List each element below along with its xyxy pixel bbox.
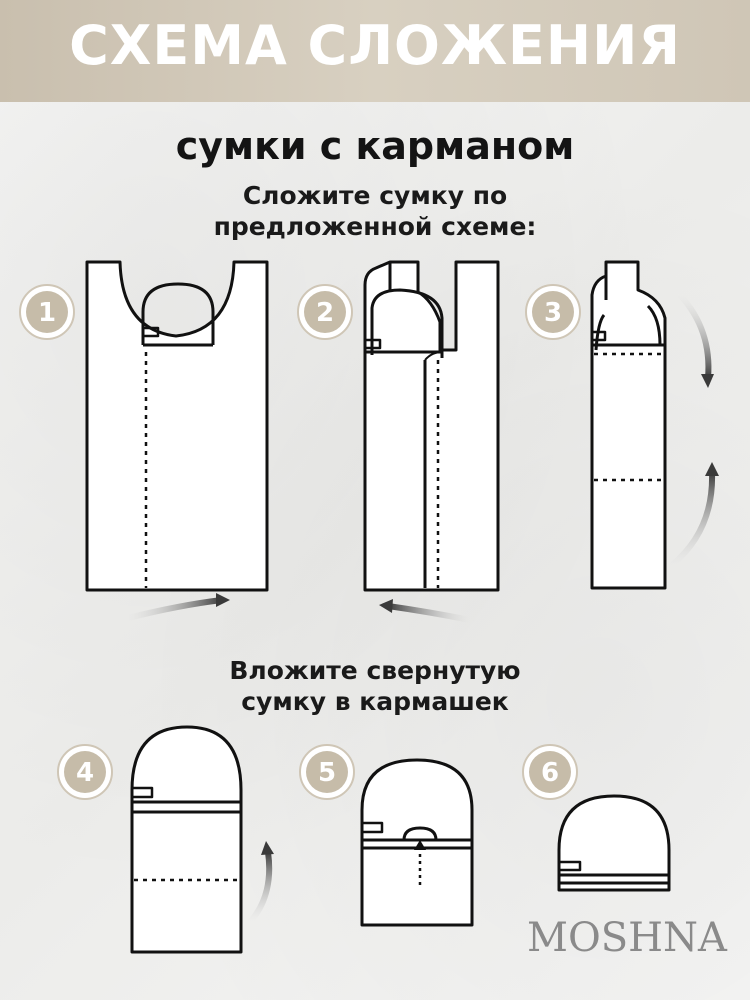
fold-arrow-2 bbox=[379, 599, 473, 623]
step-number-5: 5 bbox=[318, 758, 336, 788]
step5-bag bbox=[360, 758, 474, 927]
step6-bag bbox=[557, 794, 671, 892]
insert-instruction: Вложите свернутую сумку в кармашек bbox=[0, 655, 750, 717]
page-subtitle: сумки с карманом bbox=[175, 124, 575, 168]
step-number-4: 4 bbox=[76, 758, 94, 788]
page-title: СХЕМА СЛОЖЕНИЯ bbox=[69, 14, 681, 77]
step-number-2: 2 bbox=[316, 298, 334, 328]
step-badge-2: 2 bbox=[297, 284, 353, 340]
fold-arrow-3-down bbox=[677, 292, 714, 388]
fold-instruction: Сложите сумку по предложенной схеме: bbox=[0, 180, 750, 242]
step3-bag bbox=[590, 260, 667, 590]
fold-arrow-3-up bbox=[669, 462, 719, 568]
fold-instruction-line2: предложенной схеме: bbox=[213, 212, 537, 241]
insert-instruction-line2: сумку в кармашек bbox=[241, 687, 509, 716]
step-number-6: 6 bbox=[541, 758, 559, 788]
step-badge-1: 1 bbox=[19, 284, 75, 340]
step1-bag bbox=[85, 260, 269, 592]
step-badge-5: 5 bbox=[299, 744, 355, 800]
header-banner: СХЕМА СЛОЖЕНИЯ bbox=[0, 0, 750, 102]
step-number-3: 3 bbox=[544, 298, 562, 328]
insert-instruction-line1: Вложите свернутую bbox=[229, 656, 521, 685]
step2-bag bbox=[363, 260, 500, 592]
step4-bag bbox=[130, 725, 243, 954]
step-badge-3: 3 bbox=[525, 284, 581, 340]
brand-logo: MOSHNA bbox=[527, 915, 727, 961]
step-badge-6: 6 bbox=[522, 744, 578, 800]
fold-instruction-line1: Сложите сумку по bbox=[242, 181, 508, 210]
fold-arrow-1 bbox=[125, 593, 230, 621]
fold-arrow-4 bbox=[247, 841, 274, 925]
step-number-1: 1 bbox=[38, 298, 56, 328]
step-badge-4: 4 bbox=[57, 744, 113, 800]
